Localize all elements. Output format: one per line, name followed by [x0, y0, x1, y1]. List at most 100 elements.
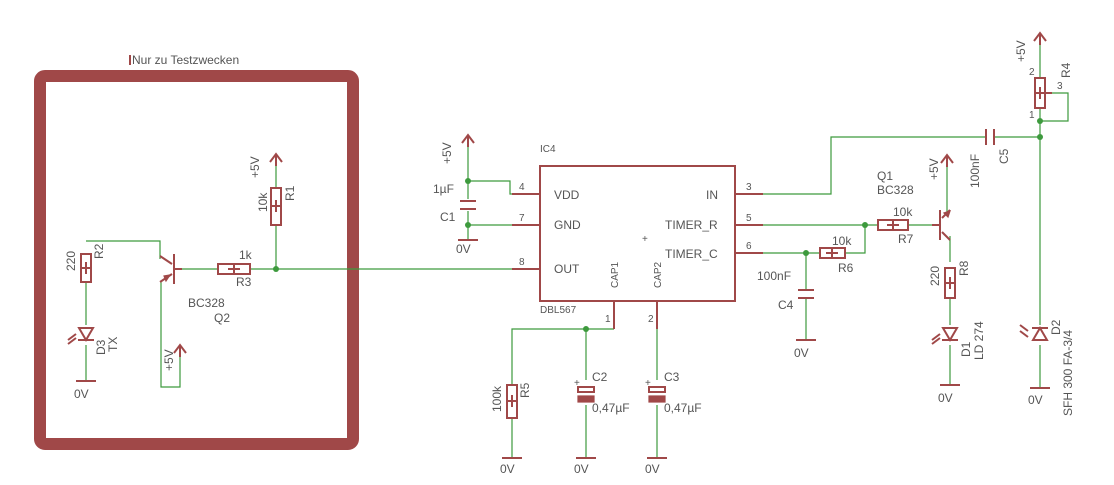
resistor-r5: 100k R5	[490, 382, 532, 419]
gnd-label: 0V	[645, 462, 660, 476]
resistor-r8: 220 R8	[928, 260, 971, 299]
resistor-r3: 1k R3	[217, 248, 253, 289]
ic4-value: DBL567	[540, 305, 577, 316]
r7-value: 10k	[893, 205, 913, 219]
d2-value: SFH 300 FA-3/4	[1061, 330, 1075, 416]
gnd-label: 0V	[456, 242, 471, 256]
test-area-label: Nur zu Testzwecken	[132, 53, 239, 67]
svg-text:+: +	[574, 378, 580, 389]
c3-value: 0,47µF	[664, 401, 702, 415]
gnd-label: 0V	[938, 391, 953, 405]
ic4-name: IC4	[540, 144, 556, 155]
vcc-q2: +5V	[162, 343, 187, 371]
resistor-r6: 10k R6	[819, 234, 854, 275]
ic4-pin-vdd: VDD	[554, 188, 580, 202]
gnd-c3: 0V	[645, 457, 667, 476]
ic4-pin-gnd: GND	[554, 218, 581, 232]
c1-value: 1µF	[433, 182, 454, 196]
ic4-pin-cap2: CAP2	[653, 261, 664, 288]
junctions	[273, 118, 1043, 332]
capacitor-c4: 100nF C4	[757, 269, 814, 312]
r4-name: R4	[1059, 62, 1073, 78]
wires	[85, 40, 1069, 458]
test-area: Nur zu Testzwecken	[34, 53, 359, 450]
r1-name: R1	[283, 185, 297, 201]
vcc-q1: +5V	[927, 153, 954, 180]
ic4-pin-num-8: 8	[519, 257, 525, 268]
ic4-pin-num-1: 1	[605, 314, 611, 325]
c4-value: 100nF	[757, 269, 791, 283]
gnd-d3: 0V	[74, 380, 96, 401]
gnd-label: 0V	[1028, 393, 1043, 407]
r1-value: 10k	[256, 192, 270, 212]
ic4-pin-num-6: 6	[746, 241, 752, 252]
gnd-d2: 0V	[1028, 387, 1050, 407]
ic4-pin-num-4: 4	[519, 182, 525, 193]
ic4-pin-timer-c: TIMER_C	[665, 247, 718, 261]
vcc-label: +5V	[440, 142, 454, 164]
c2-name: C2	[592, 370, 608, 384]
r2-name: R2	[92, 243, 106, 259]
vcc-r1: +5V	[248, 152, 283, 178]
vcc-label: +5V	[1014, 40, 1028, 62]
ic4: IC4 DBL567 + VDD GND OUT IN TIMER_R TIME…	[512, 144, 763, 329]
r2-value: 220	[64, 251, 78, 271]
vcc-r4: +5V	[1014, 31, 1047, 62]
c2-value: 0,47µF	[592, 401, 630, 415]
r6-value: 10k	[832, 234, 852, 248]
r3-value: 1k	[239, 248, 253, 262]
capacitor-c5: 100nF C5	[968, 129, 1011, 188]
ic4-pin-timer-r: TIMER_R	[665, 218, 718, 232]
r6-name: R6	[838, 261, 854, 275]
gnd-c4: 0V	[794, 339, 816, 360]
r3-name: R3	[236, 275, 252, 289]
gnd-label: 0V	[74, 387, 89, 401]
r4-pin1: 1	[1029, 110, 1035, 121]
gnd-label: 0V	[500, 462, 515, 476]
d3-value: TX	[106, 337, 120, 352]
vcc-c1: +5V	[440, 133, 475, 164]
ic4-pin-num-2: 2	[648, 314, 654, 325]
vcc-label: +5V	[162, 349, 176, 371]
r5-value: 100k	[490, 385, 504, 412]
resistor-r2: 220 R2	[64, 243, 106, 283]
ic4-pin-in: IN	[706, 188, 718, 202]
r4-pin2: 2	[1029, 67, 1035, 78]
ic4-pin-cap1: CAP1	[610, 261, 621, 288]
q2-name: Q2	[214, 311, 230, 325]
d1-value: LD 274	[972, 321, 986, 360]
c5-value: 100nF	[968, 154, 982, 188]
gnd-label: 0V	[794, 346, 809, 360]
capacitor-c1: 1µF C1	[433, 182, 476, 224]
transistor-q1: Q1 BC328	[877, 169, 951, 241]
gnd-label: 0V	[574, 462, 589, 476]
capacitor-c2: + C2 0,47µF	[574, 370, 630, 415]
ic4-pin-num-3: 3	[746, 182, 752, 193]
r8-name: R8	[957, 260, 971, 276]
gnd-c2: 0V	[574, 457, 596, 476]
r5-name: R5	[518, 382, 532, 398]
q1-value: BC328	[877, 183, 914, 197]
d2-name: D2	[1049, 319, 1063, 335]
vcc-label: +5V	[927, 158, 941, 180]
d1-name: D1	[959, 341, 973, 357]
ic4-pin-out: OUT	[554, 262, 580, 276]
q1-name: Q1	[877, 169, 893, 183]
c3-name: C3	[664, 370, 680, 384]
led-d1: D1 LD 274	[931, 321, 986, 360]
ic4-pin-num-7: 7	[519, 213, 525, 224]
svg-text:+: +	[645, 378, 651, 389]
r4-pin3: 3	[1057, 81, 1063, 92]
d3-name: D3	[94, 339, 108, 355]
r7-name: R7	[898, 232, 914, 246]
transistor-q2: BC328 Q2	[159, 254, 230, 325]
q2-value: BC328	[188, 296, 225, 310]
resistor-r1: 10k R1	[256, 185, 297, 226]
c4-name: C4	[778, 298, 794, 312]
potentiometer-r4: R4 2 1 3	[1029, 62, 1073, 121]
capacitor-c3: + C3 0,47µF	[645, 370, 702, 415]
gnd-r8: 0V	[938, 384, 960, 405]
gnd-c1: 0V	[456, 239, 478, 256]
photodiode-d2: D2 SFH 300 FA-3/4	[1019, 319, 1075, 416]
